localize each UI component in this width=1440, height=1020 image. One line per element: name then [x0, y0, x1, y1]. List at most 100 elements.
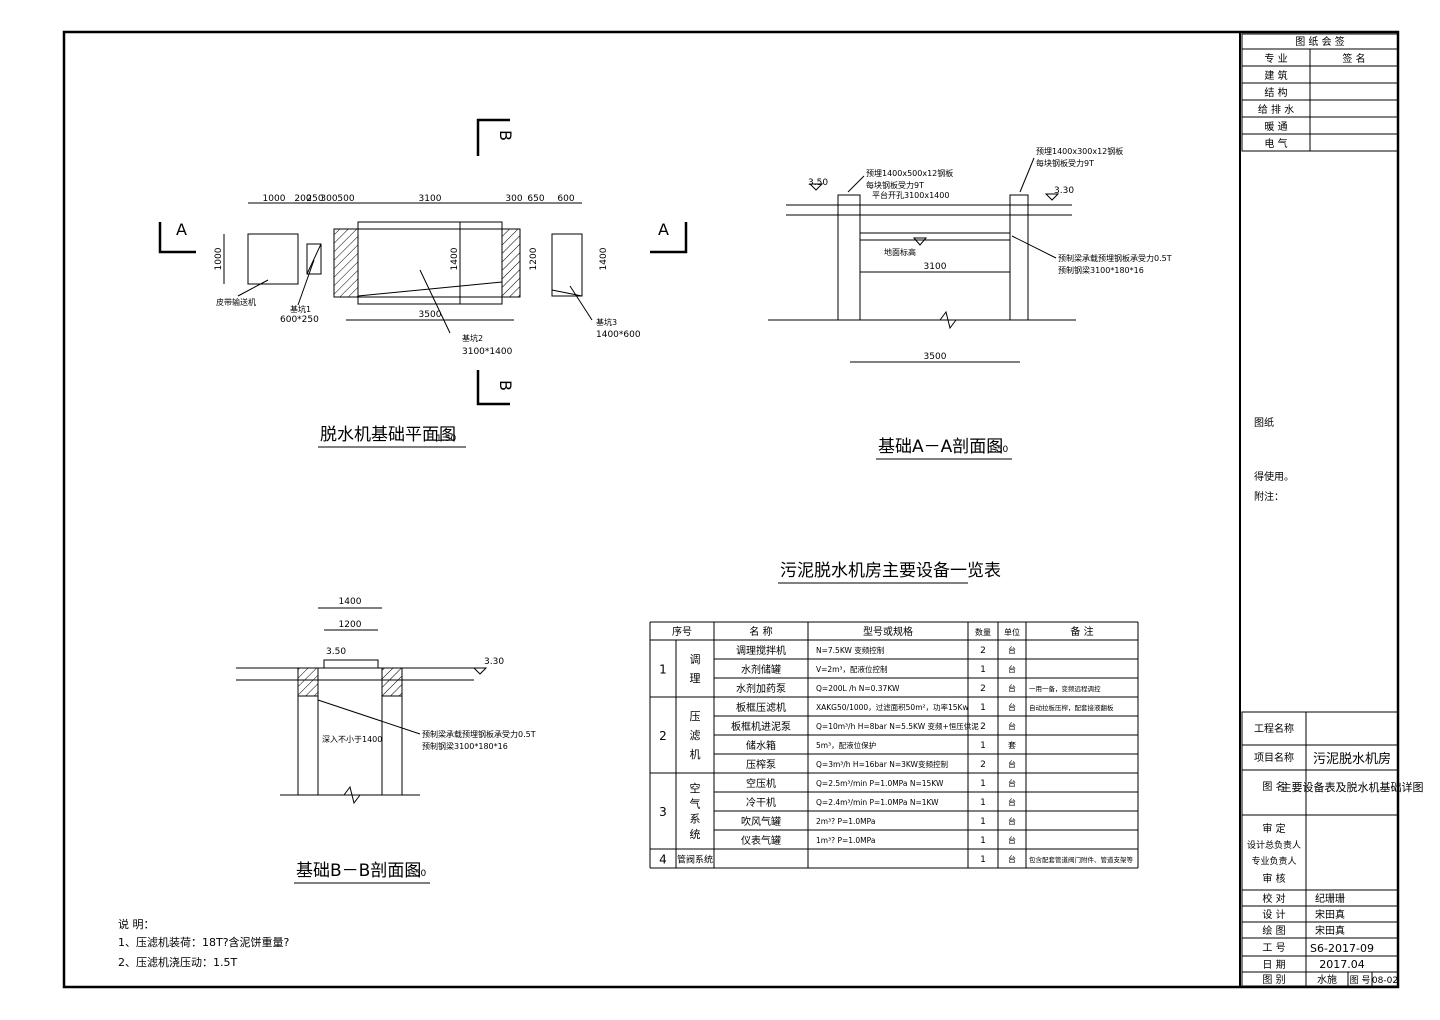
- aa-title: 基础A－A剖面图: [878, 437, 1003, 457]
- plan-label-pit1: 基坑1: [290, 304, 311, 314]
- aa-dim-3500: 3500: [924, 352, 947, 362]
- item-name-label: 项目名称: [1254, 751, 1294, 764]
- table-group-system-char: 气: [690, 796, 701, 810]
- table-cell-name: 冷干机: [746, 796, 776, 809]
- sign-block-title: 图 纸 会 签: [1295, 35, 1345, 48]
- plan-label-pit1-size: 600*250: [280, 315, 319, 325]
- draw-name: 宋田真: [1315, 924, 1345, 937]
- table-cell-name: 水剂储罐: [741, 663, 781, 676]
- bb-beam-note-2: 预制钢梁3100*180*16: [422, 741, 508, 751]
- plan-dim-650: 650: [527, 194, 544, 204]
- table-cell-remark: 包含配套管道阀门附件、管道支架等: [1029, 855, 1134, 864]
- aa-floor: 地面标高: [884, 247, 916, 257]
- title-block: 工程名称 项目名称 污泥脱水机房 图 名 主要设备表及脱水机基础详图 审 定 设…: [1241, 711, 1424, 987]
- table-cell-spec: Q=2.5m³/min P=1.0MPa N=15KW: [816, 779, 944, 788]
- table-cell-name: 仪表气罐: [741, 834, 781, 847]
- table-cell-name: 压榨泵: [746, 758, 776, 771]
- table-group-system-char: 滤: [690, 729, 701, 742]
- date-label: 日 期: [1262, 959, 1285, 971]
- table-cell-name: 板框压滤机: [736, 701, 786, 714]
- plan-dim-1400b: 1400: [599, 247, 609, 270]
- table-group-number: 1: [659, 663, 667, 677]
- plan-scale: 1:50: [436, 434, 456, 444]
- plan-dim-1200: 1200: [529, 247, 539, 270]
- bb-title: 基础B－B剖面图: [296, 861, 421, 881]
- sign-row-structure: 结 构: [1264, 86, 1287, 99]
- table-group-system-char: 理: [690, 672, 701, 685]
- table-cell-spec: 2m³? P=1.0MPa: [816, 817, 875, 826]
- aa-note-left-2: 每块钢板受力9T: [866, 180, 924, 190]
- sign-row-electrical: 电 气: [1264, 137, 1287, 150]
- sign-header-discipline: 专 业: [1264, 52, 1287, 65]
- section-marker-b-top: [476, 118, 510, 156]
- plan-dim-300b: 300: [505, 194, 522, 204]
- table-cell-spec: Q=3m³/h H=16bar N=3KW变频控制: [816, 759, 948, 769]
- table-cell-spec: 1m³? P=1.0MPa: [816, 836, 875, 845]
- table-header-cell: 型号或规格: [863, 625, 913, 638]
- sign-header-signature: 签 名: [1342, 52, 1365, 65]
- table-group-system-char: 压: [690, 710, 701, 723]
- table-group-system-char: 系: [690, 813, 701, 826]
- plan-dim-3100: 3100: [419, 194, 442, 204]
- date-value: 2017.04: [1319, 958, 1365, 971]
- aa-scale: 1:50: [988, 445, 1008, 455]
- table-cell-name: 储水箱: [746, 739, 776, 752]
- bb-scale: 1:50: [406, 869, 426, 879]
- sign-row-architecture: 建 筑: [1264, 69, 1287, 82]
- table-cell-unit: 台: [1008, 664, 1016, 674]
- plan-label-pit3-size: 1400*600: [596, 330, 641, 340]
- table-cell-spec: V=2m³，配液位控制: [816, 664, 888, 674]
- sign-block: 图 纸 会 签 专 业 签 名 建 筑 结 构 给 排 水 暖 通 电 气: [1241, 33, 1399, 152]
- table-cell-qty: 1: [980, 779, 986, 789]
- plan-label-pit3: 基坑3: [596, 317, 617, 327]
- table-header-cell: 备 注: [1070, 625, 1093, 638]
- notes: 说 明： 1、压滤机装荷：18T?含泥饼重量? 2、压滤机浇压动：1.5T: [118, 917, 290, 969]
- table-cell-unit: 台: [1008, 835, 1016, 845]
- section-bb: 1400 1200 3.50 3.30 深入不小于1400 预制梁承载预埋钢板承…: [236, 597, 536, 884]
- table-group-number: 3: [659, 805, 667, 819]
- aa-note-right-2: 每块钢板受力9T: [1036, 158, 1094, 168]
- section-label-b-top: B: [496, 130, 515, 141]
- table-cell-qty: 1: [980, 855, 986, 865]
- table-cell-unit: 台: [1008, 645, 1016, 655]
- approve-label: 审 定: [1262, 822, 1285, 835]
- table-cell-unit: 台: [1008, 816, 1016, 826]
- sign-row-hvac: 暖 通: [1264, 120, 1287, 133]
- design-lead-label: 设计总负责人: [1247, 839, 1301, 851]
- table-cell-unit: 台: [1008, 721, 1016, 731]
- section-marker-a-right: [650, 222, 688, 254]
- side-note-use: 得使用。: [1254, 470, 1294, 483]
- table-header-cell: 名 称: [749, 625, 772, 638]
- aa-note-left-1: 预埋1400x500x12钢板: [866, 168, 953, 178]
- table-cell-qty: 2: [980, 760, 986, 770]
- design-name: 宋田真: [1315, 908, 1345, 921]
- discipline-lead-label: 专业负责人: [1251, 855, 1296, 867]
- table-cell-spec: Q=10m³/h H=8bar N=5.5KW 变频+恒压供泥: [816, 721, 979, 731]
- table-cell-spec: XAKG50/1000，过滤面积50m²，功率15Kw: [816, 702, 969, 712]
- aa-platform: 平台开孔3100x1400: [872, 190, 949, 200]
- aa-beam-note-2: 预制钢梁3100*180*16: [1058, 265, 1144, 275]
- section-label-b-bottom: B: [496, 380, 515, 391]
- table-cell-name: 吹风气罐: [741, 815, 781, 828]
- section-label-a-right: A: [658, 220, 669, 239]
- table-group-system-char: 统: [690, 828, 701, 841]
- sheet-value: 08-02: [1372, 976, 1398, 986]
- side-note-drawing: 图纸: [1254, 416, 1274, 429]
- project-name-label: 工程名称: [1254, 722, 1294, 735]
- aa-dim-3100: 3100: [924, 262, 947, 272]
- table-cell-qty: 1: [980, 817, 986, 827]
- table-header-cell: 序号: [672, 625, 692, 638]
- table-group-system-char: 空: [690, 781, 701, 795]
- plan-dim-1400: 1400: [450, 247, 460, 270]
- table-cell-qty: 2: [980, 684, 986, 694]
- table-cell-qty: 1: [980, 665, 986, 675]
- plan-dim-300: 300: [320, 194, 337, 204]
- bb-dim-1200: 1200: [339, 620, 362, 630]
- table-group-system-char: 机: [690, 747, 701, 761]
- bb-beam-note-1: 预制梁承载预埋钢板承受力0.5T: [422, 729, 536, 739]
- table-group-system: 管阀系统: [677, 854, 713, 866]
- plan-view: A A B B 1000 200 250 300 500 3100 300 65…: [158, 118, 688, 448]
- table-cell-unit: 台: [1008, 702, 1016, 712]
- plan-label-pit2-size: 3100*1400: [462, 347, 513, 357]
